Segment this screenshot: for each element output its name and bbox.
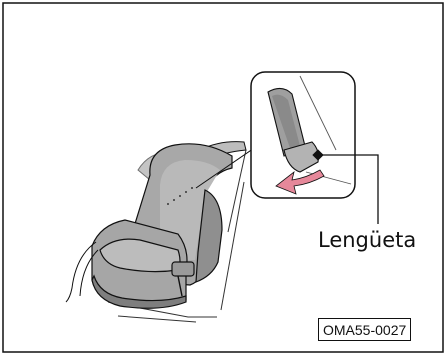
figure-code: OMA55-0027	[318, 318, 411, 341]
callout-label: Lengüeta	[318, 228, 416, 252]
child-seat	[92, 144, 232, 308]
buckle	[172, 262, 194, 276]
